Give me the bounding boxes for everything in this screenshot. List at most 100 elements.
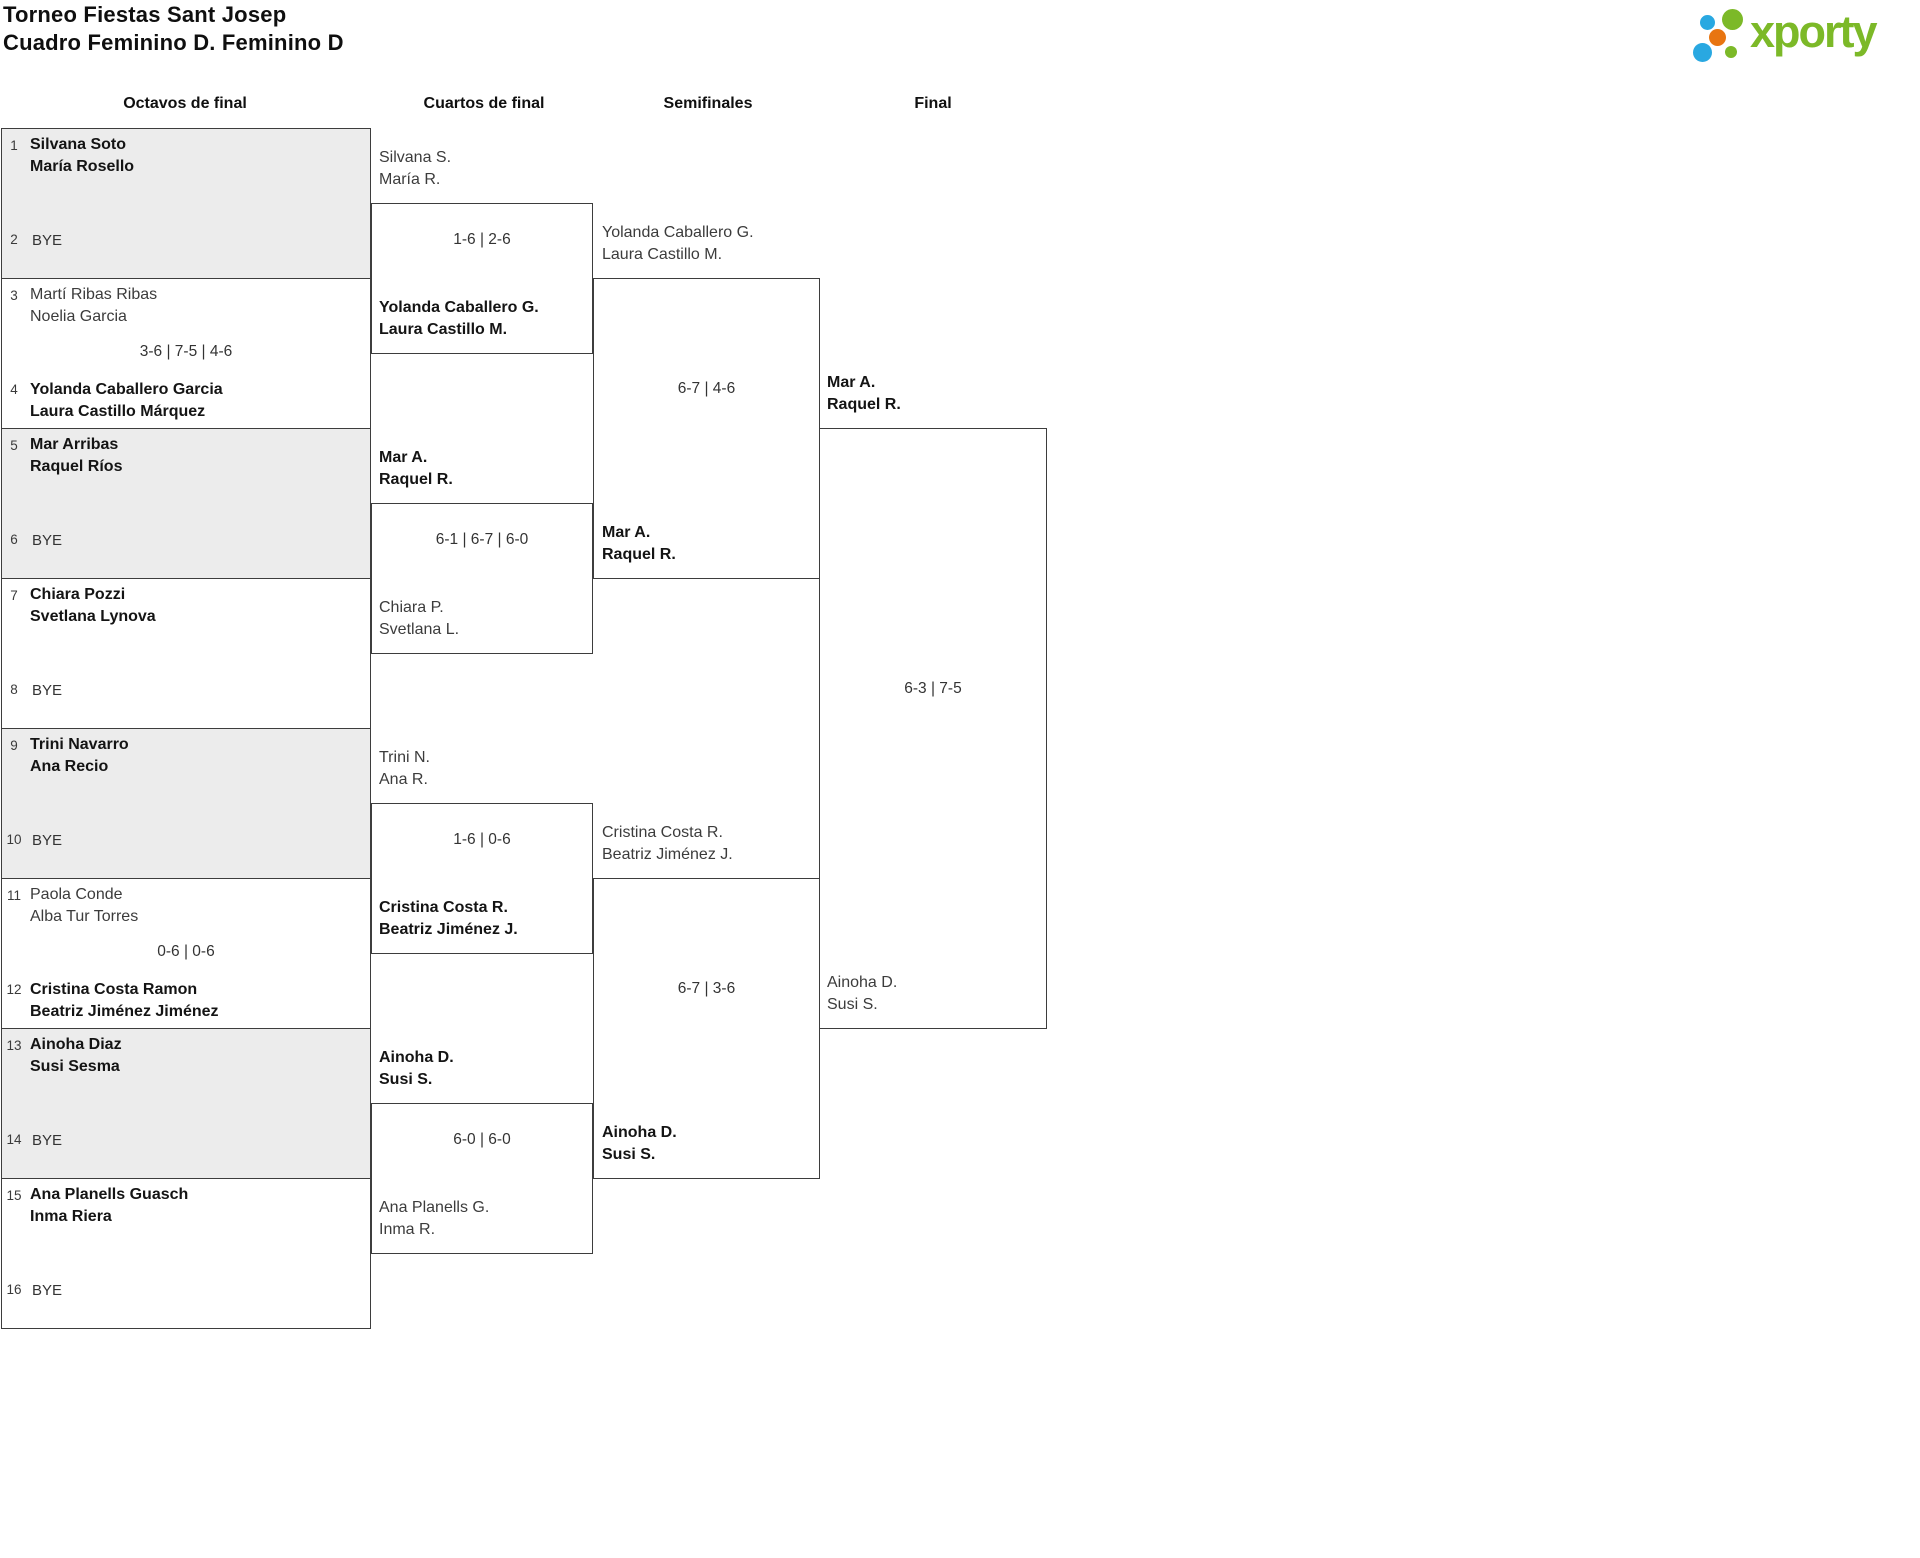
player-name: Cristina Costa Ramon [30,981,198,998]
player-name: Cristina Costa R. [602,824,723,841]
match-score: 0-6 | 0-6 [157,943,215,960]
player-name: Ana R. [379,770,428,788]
bye-label: BYE [32,232,63,249]
player-name: Inma Riera [30,1207,112,1225]
final-box [819,428,1047,1029]
player-name: Silvana Soto [30,136,127,153]
player-name: Yolanda Caballero G. [602,224,754,241]
player-name: Beatriz Jiménez Jiménez [30,1002,219,1020]
team-pair: Ana Planells Guasch Inma Riera [30,1184,188,1227]
player-name: Mar Arribas [30,436,119,453]
player-name: Ainoha D. [379,1049,454,1066]
player-name: Laura Castillo M. [379,320,508,338]
seed-number: 2 [10,232,18,247]
player-name: Mar A. [827,374,876,391]
seed-number: 6 [10,532,18,547]
player-name: Noelia Garcia [30,307,127,325]
octavos-match-6: 11 Paola Conde Alba Tur Torres 0-6 | 0-6… [1,878,371,1029]
octavos-match-2: 3 Martí Ribas Ribas Noelia Garcia 3-6 | … [1,278,371,429]
player-name: Raquel R. [602,545,676,563]
quarterfinal-box-1 [371,203,593,354]
player-name: Svetlana Lynova [30,607,156,625]
player-name: Inma R. [379,1220,436,1238]
player-name: Susi S. [827,995,878,1013]
team-pair: Cristina Costa Ramon Beatriz Jiménez Jim… [30,979,219,1022]
round-header-semifinales: Semifinales [663,95,753,112]
bye-label: BYE [32,1132,63,1149]
logo-dot-icon [1722,9,1743,30]
seed-number: 11 [6,888,21,903]
logo-dot-icon [1693,43,1712,62]
logo-dot-icon [1700,15,1715,30]
advancing-team: Yolanda Caballero G. Laura Castillo M. [602,222,754,265]
seed-number: 13 [6,1038,22,1053]
seed-number: 4 [10,382,18,397]
octavos-match-3: 5 Mar Arribas Raquel Ríos 6 BYE [1,428,371,579]
advancing-team: Yolanda Caballero G. Laura Castillo M. [379,297,539,340]
player-name: Laura Castillo Márquez [30,402,206,420]
player-name: Raquel R. [827,395,901,413]
player-name: Raquel R. [379,470,453,488]
player-name: Ana Planells G. [379,1199,490,1216]
player-name: Yolanda Caballero G. [379,299,539,316]
match-score: 6-7 | 4-6 [677,380,736,397]
team-pair: Trini Navarro Ana Recio [30,734,129,777]
bye-label: BYE [32,1282,63,1299]
advancing-team: Mar A. Raquel R. [379,447,453,490]
player-name: Susi S. [379,1070,433,1088]
match-score: 6-0 | 6-0 [453,1131,511,1148]
player-name: Chiara P. [379,599,444,616]
round-header-final: Final [914,95,952,112]
seed-number: 9 [10,738,18,753]
finalist-team: Mar A. Raquel R. [827,372,901,415]
player-name: Ana Recio [30,757,109,775]
seed-number: 12 [6,982,22,997]
player-name: Ainoha D. [602,1124,677,1141]
page-title: Torneo Fiestas Sant Josep Cuadro Feminin… [3,1,344,57]
draw-name: Cuadro Feminino D. Feminino D [3,30,344,55]
team-pair: Silvana Soto María Rosello [30,134,134,177]
tournament-name: Torneo Fiestas Sant Josep [3,2,287,27]
seed-number: 14 [6,1132,22,1147]
logo-wordmark: xporty [1750,6,1878,57]
player-name: Chiara Pozzi [30,586,126,603]
match-score: 1-6 | 2-6 [453,231,511,248]
player-name: Mar A. [602,524,651,541]
team-pair: Yolanda Caballero Garcia Laura Castillo … [30,379,223,422]
player-name: Susi S. [602,1145,656,1163]
player-name: Trini Navarro [30,736,129,753]
seed-number: 16 [6,1282,22,1297]
octavos-match-8: 15 Ana Planells Guasch Inma Riera 16 BYE [1,1178,371,1329]
seed-number: 15 [6,1188,22,1203]
seed-number: 8 [10,682,18,697]
match-score: 6-3 | 7-5 [904,680,962,697]
player-name: Cristina Costa R. [379,899,508,916]
seed-number: 5 [10,438,18,453]
team-pair: Mar Arribas Raquel Ríos [30,434,122,477]
player-name: Martí Ribas Ribas [30,286,158,303]
round-header-octavos: Octavos de final [123,95,247,112]
bye-label: BYE [32,532,63,549]
advancing-team: Ana Planells G. Inma R. [379,1197,489,1240]
advancing-team: Ainoha D. Susi S. [379,1047,454,1090]
quarterfinal-box-2 [371,503,593,654]
player-name: Laura Castillo M. [602,245,723,263]
seed-number: 1 [10,138,18,153]
team-pair: Chiara Pozzi Svetlana Lynova [30,584,156,627]
octavos-match-1: 1 Silvana Soto María Rosello 2 BYE [1,128,371,279]
finalist-team: Ainoha D. Susi S. [827,972,897,1015]
player-name: Beatriz Jiménez J. [602,845,733,863]
logo-dot-icon [1725,46,1737,58]
team-pair: Martí Ribas Ribas Noelia Garcia [30,284,157,327]
octavos-match-5: 9 Trini Navarro Ana Recio 10 BYE [1,728,371,879]
player-name: Silvana S. [379,149,452,166]
player-name: Ana Planells Guasch [30,1186,189,1203]
player-name: María Rosello [30,157,135,175]
match-score: 3-6 | 7-5 | 4-6 [139,343,233,360]
bye-label: BYE [32,832,63,849]
bye-label: BYE [32,682,63,699]
player-name: Svetlana L. [379,620,460,638]
quarterfinal-box-3 [371,803,593,954]
seed-number: 7 [10,588,18,603]
player-name: María R. [379,170,441,188]
